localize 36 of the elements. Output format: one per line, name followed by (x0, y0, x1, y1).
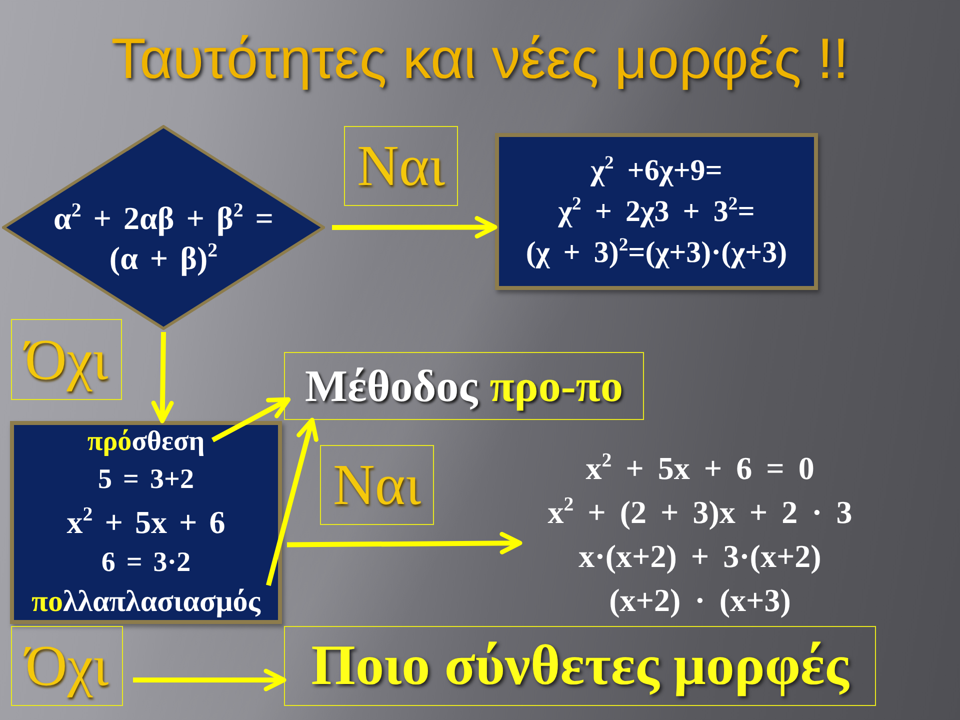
equation-line: x$^{2}$ + 5x + 6 (66, 502, 226, 542)
method-word: Μέθοδος (305, 360, 478, 412)
outlined-label-box (11, 319, 122, 400)
equation-line: χ$^{2}$ + 2χ3 + 3$^{2}$= (558, 192, 755, 230)
arrow (133, 668, 286, 692)
equation-line: (χ + 3)$^{2}$=(χ+3)·(χ+3) (526, 233, 788, 271)
conclusion-box (284, 626, 876, 706)
equation-line: χ$^{2}$ +6χ+9= (590, 151, 722, 189)
arrow (151, 332, 174, 424)
outlined-label-box (11, 626, 123, 706)
arrow (332, 216, 498, 238)
equation-line: 6 = 3·2 (101, 546, 191, 580)
equation-line: 5 = 3+2 (98, 462, 194, 496)
equation-line: x$^{2}$ + 5x + 6 = 0 (586, 448, 814, 488)
method-abbreviation: προ-πο (490, 360, 623, 412)
branch-label: Όχι (25, 633, 109, 699)
branch-label: Όχι (24, 326, 108, 392)
branch-label: Ναι (333, 452, 421, 518)
arrow (266, 418, 318, 586)
operation-label: πολλαπλασιασμός (32, 584, 260, 620)
outlined-label-box (320, 445, 434, 525)
result-box (495, 133, 818, 290)
equation-line: x·(x+2) + 3·(x+2) (578, 537, 822, 576)
formula-text: α$^{2}$ + 2αβ + β$^{2}$ = (α + β)$^{2}$ (52, 198, 274, 278)
decision-diamond (2, 125, 325, 330)
arrow (286, 532, 522, 554)
branch-label: Ναι (357, 133, 445, 199)
method-box (284, 352, 644, 420)
process-box (10, 421, 282, 624)
arrow (211, 397, 291, 442)
slide-title: Ταυτότητες και νέες μορφές !! (111, 26, 849, 93)
outlined-label-box (344, 126, 458, 206)
equation-line: (x+2) · (x+3) (609, 581, 791, 620)
conclusion-text: Ποιο σύνθετες μορφές (311, 633, 849, 699)
operation-label: πρόσθεση (87, 424, 205, 458)
equation-line: x$^{2}$ + (2 + 3)x + 2 · 3 (548, 492, 852, 532)
